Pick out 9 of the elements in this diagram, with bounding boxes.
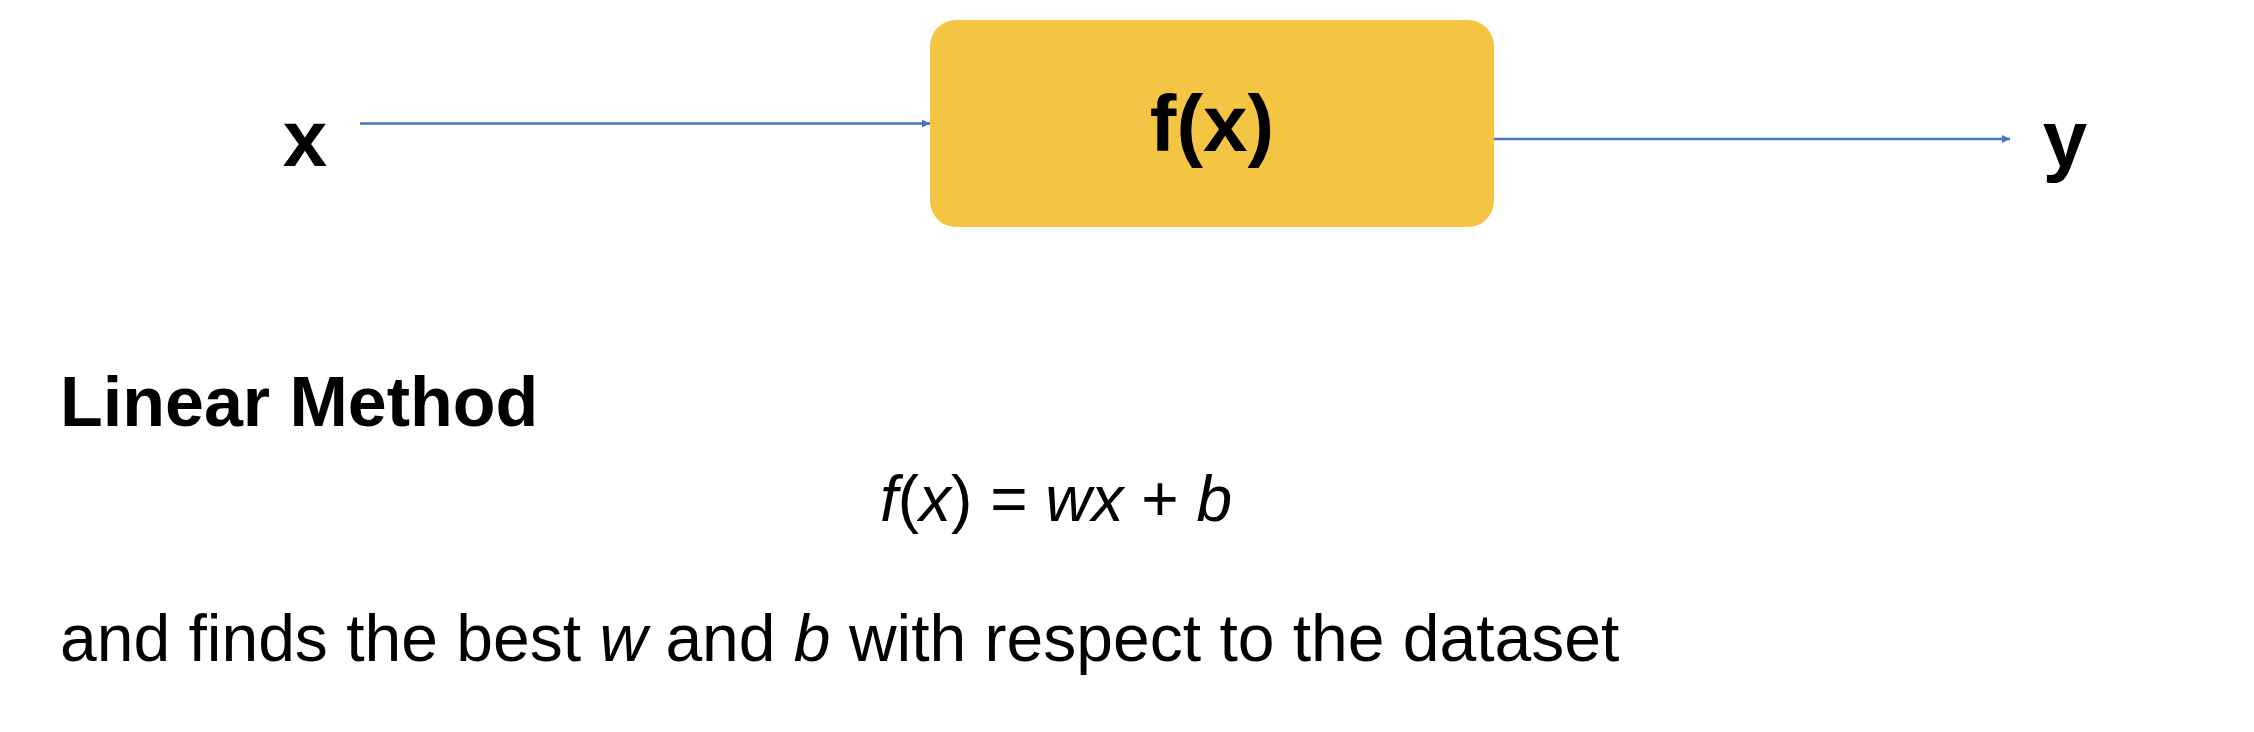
arrow (360, 119, 930, 128)
arrow (1494, 135, 2010, 143)
output-label: y (2042, 93, 2088, 185)
section-heading: Linear Method (60, 362, 539, 442)
function-box (930, 20, 1494, 227)
box-label: f(x) (1149, 77, 1275, 170)
input-label: x (282, 93, 328, 185)
description-text: and finds the best w and b with respect to the dataset (60, 600, 1620, 676)
formula: f(x) = wx + b (880, 462, 1233, 536)
